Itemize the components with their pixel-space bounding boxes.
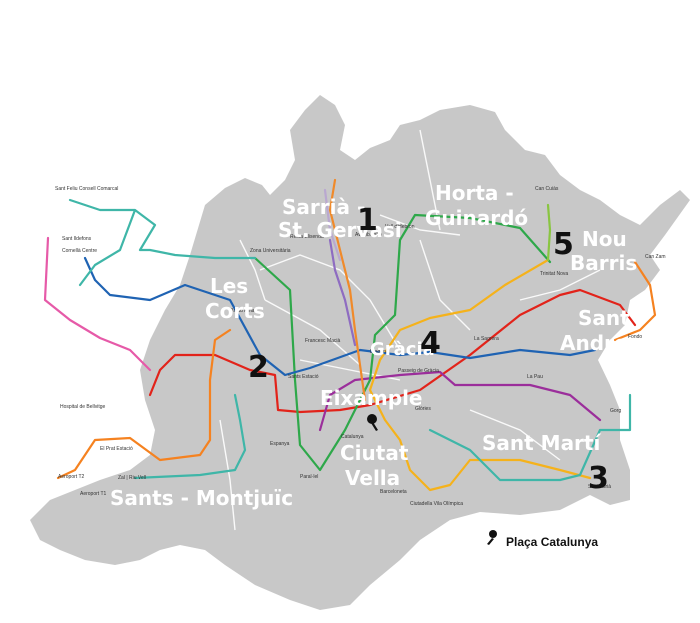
metro-lines [43,178,657,492]
district-name: Vella [345,466,400,490]
line-tram [68,198,632,482]
station-label: Can Zam [645,254,666,260]
line-fgc-pink [43,236,152,372]
district-name: Eixample [320,386,423,410]
station-label: Glòries [415,406,431,412]
marker-5: 5 [553,227,574,262]
district-name: Horta - [435,181,514,205]
station-label: Sant Feliu Consell Comarcal [55,186,118,192]
legend: Plaça Catalunya [487,530,598,549]
station-label: Fondo [628,334,642,340]
station-label: Aeroport T2 [58,474,85,480]
station-label: La Sagrera [474,336,499,342]
district-name: Sant [578,306,630,330]
district-name: Guinardó [425,206,528,230]
district-name: Ciutat [340,441,409,465]
line-l12 [323,188,342,262]
station-label: Can Cuiàs [535,186,559,192]
station-label: Espanya [270,441,290,447]
city-land-area [30,95,690,610]
pushpin-icon [367,414,378,431]
district-name: Nou [582,227,627,251]
marker-4: 4 [420,326,441,361]
station-label: Francesc Macià [305,338,341,344]
legend-label: Plaça Catalunya [506,535,598,549]
line-l3 [253,213,552,472]
station-labels: Sant Feliu Consell Comarcal Cornellà Cen… [55,186,666,507]
district-labels: Sarrià - St. Gervasi Horta - Guinardó No… [110,181,642,510]
line-l9 [56,328,232,480]
station-label: El Prat Estació [100,446,133,452]
district-name: Sant Martí [482,431,601,455]
district-name: Andreu [560,331,642,355]
station-label: Barceloneta [380,489,407,495]
station-label: Ciutadella Vila Olímpica [410,501,463,507]
district-name: Barris [570,251,637,275]
station-label: Gorg [610,408,621,414]
station-label: Sant Ildefons [62,236,92,242]
station-label: Catalunya [341,434,364,440]
street-lines [219,129,601,531]
station-label: Diagonal [370,349,390,355]
station-label: Reina Elisenda [290,234,324,240]
line-fgc-purple [328,238,357,347]
station-label: Sant Adrià [588,484,611,490]
line-l2 [318,370,602,432]
station-label: Aeroport T1 [80,491,107,497]
district-name: Corts [205,299,265,323]
line-l1 [148,288,637,414]
station-label: Vall d'Hebron [385,224,415,230]
station-label: Sants Estació [288,374,319,380]
station-label: La Pau [527,374,543,380]
marker-1: 1 [357,203,378,238]
station-label: Palau Reial [230,308,256,314]
district-name: Sants - Montjuïc [110,486,293,510]
marker-3: 3 [588,461,609,496]
district-name: Gràcia [370,339,435,360]
station-label: Zal | Riu Vell [118,475,146,481]
station-label: Av. Tibidabo [355,232,382,238]
district-name: St. Gervasi [278,218,402,242]
line-l5 [83,256,597,377]
marker-2: 2 [248,350,269,385]
pushpin-icon [487,530,497,545]
district-name: Les [210,274,248,298]
station-label: Hospital de Bellvitge [60,404,106,410]
station-label: Zona Universitària [250,248,291,254]
station-label: Passeig de Gràcia [398,368,439,374]
station-label: Trinitat Nova [540,271,568,277]
district-name: Sarrià - [282,195,365,219]
station-label: Cornellà Centre [62,248,97,254]
station-label: Paral·lel [300,474,318,480]
route-markers: 1 2 3 4 5 [248,203,609,496]
line-l11 [546,203,552,262]
line-fgc-orange [328,178,367,402]
line-l9-north [613,260,657,342]
line-l4 [368,258,592,492]
